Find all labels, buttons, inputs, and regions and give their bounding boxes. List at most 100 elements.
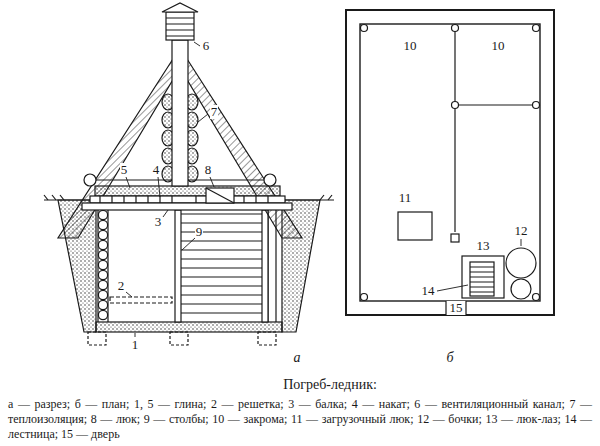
callout-number: 6 [202, 39, 211, 53]
ceiling [206, 188, 234, 203]
plan-posts [533, 25, 540, 32]
manhole [462, 256, 504, 298]
ladder [470, 262, 494, 296]
bin-partitions [455, 104, 540, 105]
log-wall [98, 260, 107, 269]
plan-walls [360, 24, 540, 301]
log-wall [98, 220, 107, 229]
leader-lines [126, 292, 132, 297]
manhole [462, 256, 504, 298]
earth [282, 199, 334, 200]
bin-planks [181, 258, 268, 259]
callout-number: 7 [210, 105, 219, 119]
ladder [470, 267, 494, 292]
plan-leader-lines [437, 285, 468, 291]
leader-lines [126, 42, 214, 337]
plan-posts [361, 25, 540, 301]
floor-grate [110, 297, 172, 303]
callout-number: 11 [398, 191, 413, 205]
plan-walls [445, 301, 446, 315]
plan-posts [533, 294, 540, 301]
plan-walls [346, 10, 554, 315]
bin-partitions [451, 24, 540, 242]
bin-planks [181, 303, 268, 304]
foundations [88, 332, 276, 345]
bin-planks [181, 222, 268, 223]
leader-lines [210, 177, 214, 187]
log-wall [98, 210, 107, 219]
callout-number: 8 [204, 163, 213, 177]
bin-partitions [454, 24, 455, 232]
log-wall [98, 250, 107, 259]
barrels [506, 248, 536, 278]
ventilation-channel [166, 18, 194, 36]
leader-lines [135, 333, 136, 337]
posts [175, 210, 181, 322]
callout-number: 9 [195, 225, 204, 239]
figure-caption: а — разрез; б — план; 1, 5 — глина; 2 — … [8, 397, 592, 442]
bin-planks [181, 267, 268, 268]
leader-lines [163, 210, 168, 217]
ceiling [82, 203, 292, 210]
figure-title: Погреб-ледник: [283, 377, 377, 393]
ceiling [100, 196, 268, 203]
plan-posts [361, 25, 368, 32]
loading-hatch [398, 212, 432, 240]
callout-number: 2 [117, 279, 126, 293]
foundations [170, 332, 188, 345]
posts [262, 210, 268, 322]
ceiling [206, 188, 234, 203]
log-wall [98, 290, 107, 299]
log-wall [98, 310, 107, 319]
ceiling [264, 174, 276, 186]
bin-planks [181, 214, 268, 313]
loading-hatch [398, 212, 432, 240]
ventilation-channel [162, 3, 198, 186]
floor-grate [110, 297, 172, 303]
plan-walls [446, 301, 466, 315]
bin-planks [181, 213, 268, 214]
foundations [258, 332, 276, 345]
callout-number: 12 [514, 224, 529, 238]
callout-number: 10 [403, 39, 418, 53]
clay-floor [96, 322, 282, 332]
log-wall [98, 300, 107, 309]
leader-lines [194, 42, 200, 46]
ventilation-channel [172, 40, 188, 186]
foundations [88, 332, 106, 345]
ventilation-channel [166, 12, 194, 40]
leader-lines [126, 177, 130, 188]
log-wall [98, 270, 107, 279]
ceiling [95, 186, 280, 196]
callout-number: 1 [131, 338, 140, 352]
barrels [506, 248, 536, 299]
plan-posts [361, 294, 368, 301]
callout-number: 5 [120, 163, 129, 177]
ceiling [84, 174, 96, 186]
bin-planks [181, 240, 268, 241]
callout-number: 3 [154, 215, 163, 229]
leader-lines [158, 177, 160, 197]
bin-partitions [451, 234, 459, 242]
bin-planks [181, 276, 268, 277]
callout-number: 15 [449, 301, 464, 315]
callout-number: 14 [421, 284, 436, 298]
ceiling [90, 196, 285, 203]
leader-lines [182, 238, 195, 250]
callout-number: 10 [491, 39, 506, 53]
ladder [470, 262, 494, 296]
plan-leader-lines [437, 239, 521, 291]
callout-number: 4 [152, 163, 161, 177]
clay-floor [96, 322, 282, 332]
log-wall [98, 230, 107, 239]
plan-posts [452, 102, 459, 109]
log-wall [98, 280, 107, 289]
posts [175, 210, 268, 322]
bin-planks [181, 312, 268, 313]
log-wall [98, 210, 276, 322]
plan-leader-lines [521, 239, 522, 246]
bin-planks [181, 285, 268, 286]
plan-posts [452, 25, 459, 32]
plan-posts [533, 102, 540, 109]
